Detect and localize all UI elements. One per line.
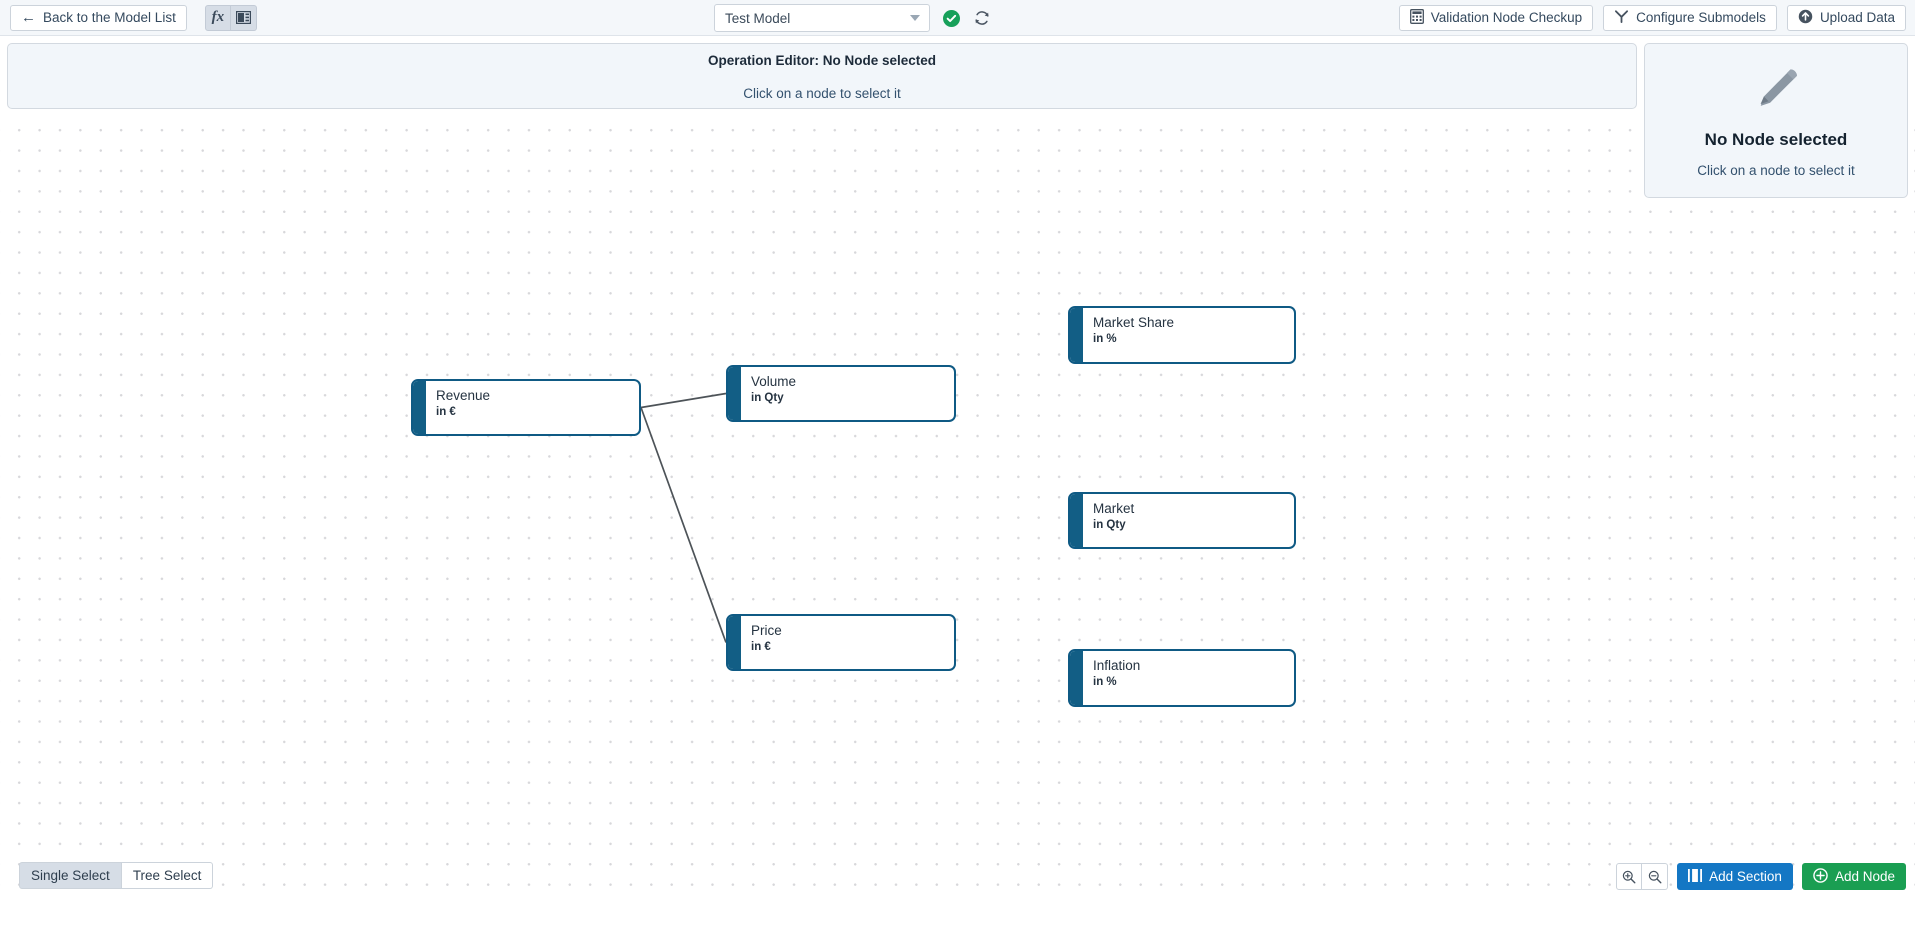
node-inflation[interactable]: Inflation in % [1068,649,1296,707]
node-accent-bar [1070,308,1083,362]
node-unit: in % [1093,676,1117,688]
node-accent-bar [1070,651,1083,705]
zoom-out-glyph [1648,870,1662,883]
node-price[interactable]: Price in € [726,614,956,671]
select-mode-single-select[interactable]: Single Select [19,862,122,889]
check-glyph [946,14,957,22]
edge-layer [640,392,727,643]
tree-branch-glyph [1615,10,1629,24]
zoom-in-glyph [1622,870,1636,883]
plus-circle-glyph [1813,867,1828,883]
node-accent-bar [728,616,741,669]
calculator-icon [1409,9,1424,27]
upload-circle-icon [1798,9,1813,27]
node-volume[interactable]: Volume in Qty [726,365,956,422]
node-name: Market [1093,501,1135,516]
calculator-glyph [1409,9,1424,25]
pencil-icon [1747,60,1805,118]
upload-data-label: Upload Data [1819,10,1895,26]
node-unit: in € [751,641,771,653]
zoom-control-group [1616,863,1669,890]
select-mode-label: Single Select [31,868,110,883]
model-select-value: Test Model [725,10,791,26]
refresh-glyph [975,11,989,25]
operation-editor-subtitle: Click on a node to select it [743,86,901,101]
node-unit: in Qty [751,392,784,404]
top-toolbar: ← Back to the Model List fx Test Model [0,0,1915,36]
back-to-model-list-label: Back to the Model List [43,9,176,25]
model-select[interactable]: Test Model [714,4,930,32]
top-right-actions: Validation Node Checkup Configure Submod… [1398,5,1906,31]
function-icon[interactable]: fx [204,4,231,31]
validation-node-checkup-label: Validation Node Checkup [1430,10,1583,26]
add-section-button[interactable]: Add Section [1677,863,1793,890]
operation-editor-panel: Operation Editor: No Node selected Click… [7,43,1637,109]
selection-mode-group: Single Select Tree Select [19,862,214,889]
operation-editor-title: Operation Editor: No Node selected [707,53,937,68]
check-circle-icon[interactable] [943,9,960,27]
plus-circle-icon [1813,867,1828,886]
section-columns-icon [1688,868,1703,885]
select-mode-label: Tree Select [132,868,202,883]
side-panel-glyph [235,11,251,24]
canvas-actions: Add Section Add Node [1616,863,1906,890]
node-revenue[interactable]: Revenue in € [411,379,641,436]
zoom-out-icon[interactable] [1642,863,1669,890]
back-to-model-list-button[interactable]: ← Back to the Model List [10,4,187,31]
upload-circle-glyph [1798,10,1813,24]
node-unit: in € [436,406,456,418]
node-unit: in Qty [1093,519,1126,531]
node-accent-bar [413,381,426,434]
node-details-panel: No Node selected Click on a node to sele… [1644,43,1908,198]
configure-submodels-label: Configure Submodels [1636,10,1766,26]
node-name: Price [751,623,782,638]
model-selector-area: Test Model [714,4,991,32]
node-unit: in % [1093,333,1117,345]
node-market-share[interactable]: Market Share in % [1068,306,1296,364]
fx-label: fx [211,9,225,25]
configure-submodels-button[interactable]: Configure Submodels [1603,5,1777,31]
node-name: Volume [751,374,797,389]
chevron-down-icon [910,15,920,21]
tree-branch-icon [1614,9,1629,27]
node-name: Revenue [436,388,491,403]
node-name: Market Share [1093,315,1175,330]
add-node-label: Add Node [1834,869,1895,884]
edge-revenue-to-volume [640,392,727,409]
node-accent-bar [728,367,741,420]
zoom-in-icon[interactable] [1616,863,1643,890]
pencil-glyph [1760,69,1797,106]
arrow-left-icon: ← [21,9,36,26]
node-market[interactable]: Market in Qty [1068,492,1296,549]
validation-node-checkup-button[interactable]: Validation Node Checkup [1398,5,1594,31]
edge-revenue-to-price [640,407,727,643]
add-node-button[interactable]: Add Node [1801,863,1906,890]
select-mode-tree-select[interactable]: Tree Select [121,862,214,889]
node-accent-bar [1070,494,1083,547]
node-name: Inflation [1093,658,1141,673]
node-details-title: No Node selected [1704,130,1848,149]
upload-data-button[interactable]: Upload Data [1786,5,1906,31]
refresh-icon[interactable] [973,9,991,27]
section-columns-glyph [1688,868,1703,882]
view-toggle-group: fx [204,4,257,31]
node-details-subtitle: Click on a node to select it [1697,163,1855,178]
side-panel-icon[interactable] [230,4,257,31]
add-section-label: Add Section [1709,869,1782,884]
